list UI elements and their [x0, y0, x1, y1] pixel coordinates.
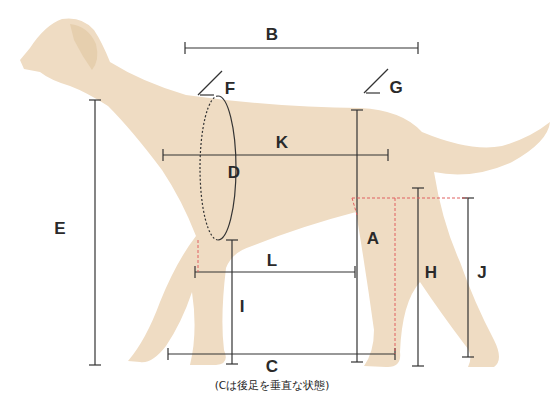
caption-note: (Cは後足を垂直な状態) [215, 380, 330, 391]
dimension-letter: C [266, 358, 278, 375]
dimension-letter: D [228, 164, 240, 181]
dog-ear [70, 24, 97, 70]
dimension-letter: L [267, 252, 277, 269]
dimension-letter: E [54, 220, 65, 237]
dimension-letter: F [225, 80, 235, 97]
dimension-lines [89, 42, 474, 366]
dimension-letter: I [240, 298, 245, 315]
guide-lines [198, 198, 468, 354]
dimension-letter: H [425, 264, 437, 281]
dimension-letter: K [276, 134, 288, 151]
dimension-letter: A [367, 230, 379, 247]
dog-silhouette [20, 18, 550, 367]
dimension-letter: B [266, 26, 278, 43]
dimension-letter: J [477, 264, 486, 281]
dimension-letter: G [389, 79, 402, 96]
